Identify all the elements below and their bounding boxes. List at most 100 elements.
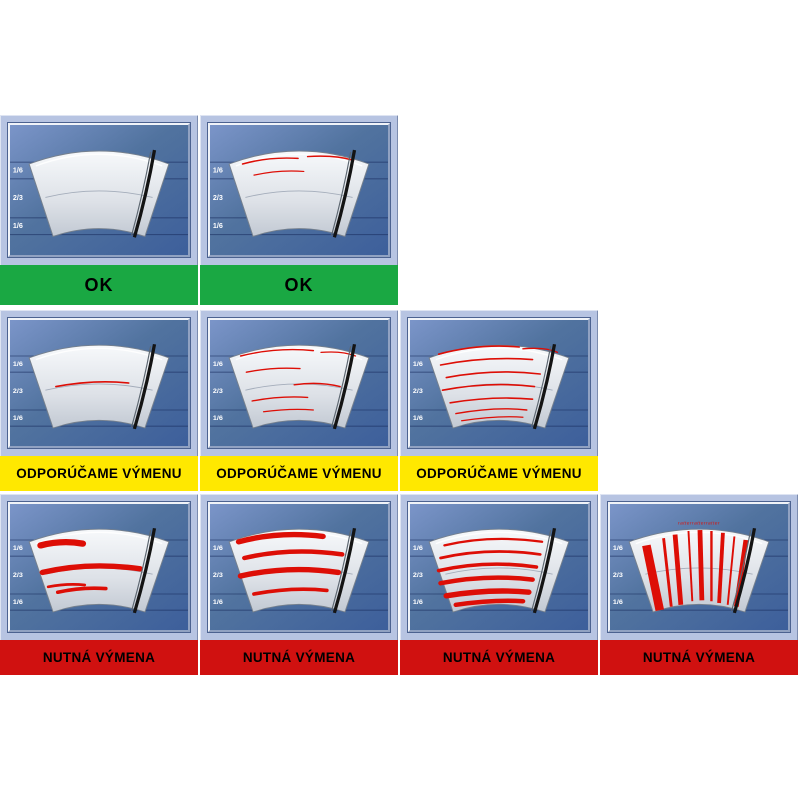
windshield-graphic: 1/62/31/6	[210, 344, 388, 430]
ruler-label: 1/6	[13, 167, 23, 174]
wear-mark	[252, 587, 329, 596]
wear-marks	[436, 537, 544, 608]
status-label: OK	[84, 274, 114, 295]
wear-mark	[717, 532, 725, 604]
wiper-wear-cell-ok-2: 1/6 2/3 1/6 OK	[200, 115, 398, 305]
ruler-label: 2/3	[13, 572, 23, 579]
status-label: NUTNÁ VÝMENA	[242, 650, 356, 665]
status-bar: OK	[200, 265, 398, 305]
windshield-graphic: 1/6 2/3 1/6	[210, 528, 388, 614]
ruler-label: 2/3	[613, 572, 623, 579]
ruler-label: 1/6	[13, 545, 23, 552]
wear-mark	[445, 371, 542, 379]
ruler-label: 1/6	[413, 599, 423, 606]
ruler-label: 2/3	[413, 388, 423, 395]
glass-highlight	[435, 531, 563, 545]
wear-mark	[697, 530, 705, 601]
ruler-label: 1/6	[213, 599, 223, 606]
wear-mark	[443, 537, 544, 547]
wiper-blade-icon	[332, 528, 357, 614]
wiper-blade-edge	[330, 530, 352, 612]
wear-mark	[436, 562, 539, 573]
ruler-label: 2/3	[13, 195, 23, 202]
wear-mark	[449, 397, 534, 404]
wear-mark	[443, 588, 532, 599]
wear-mark	[241, 157, 299, 165]
status-bar: OK	[0, 265, 198, 305]
status-bar: NUTNÁ VÝMENA	[200, 640, 398, 675]
windshield-panel: 1/6 2/3 1/6	[408, 502, 590, 632]
status-label: ODPORÚČAME VÝMENU	[216, 466, 382, 481]
ruler-label: 1/6	[213, 223, 223, 230]
ruler-label: 1/6	[213, 545, 223, 552]
status-label: NUTNÁ VÝMENA	[642, 650, 756, 665]
wiper-blade-icon	[132, 149, 157, 238]
windshield-graphic: 1/6 2/3 1/6	[410, 528, 588, 614]
ruler-label: 1/6	[413, 415, 423, 422]
wiper-blade-icon	[732, 528, 757, 614]
wear-mark	[522, 347, 559, 354]
ruler-label: 2/3	[213, 195, 223, 202]
wear-mark	[687, 530, 694, 602]
wiper-blade-edge	[530, 346, 552, 428]
grid-row-3: 1/6 2/3 1/6 NUTNÁ VÝMENA 1/6 2/3 1/6 NUTNÁ V…	[0, 494, 798, 675]
windshield-graphic: 1/62/31/6	[10, 149, 188, 238]
status-label: ODPORÚČAME VÝMENU	[416, 466, 582, 481]
wear-mark	[251, 396, 309, 402]
ruler-label: 1/6	[413, 545, 423, 552]
windshield-graphic: 1/62/31/6	[10, 528, 188, 614]
wear-mark	[438, 575, 535, 586]
wear-mark	[55, 380, 130, 388]
wear-mark	[455, 408, 528, 415]
ruler-label: 2/3	[413, 572, 423, 579]
ruler-label: 2/3	[13, 388, 23, 395]
wear-marks	[241, 155, 355, 176]
wear-mark	[245, 367, 301, 373]
ruler-label: 2/3	[213, 572, 223, 579]
wear-mark	[726, 536, 736, 605]
glass-highlight	[35, 347, 163, 361]
status-bar: ODPORÚČAME VÝMENU	[400, 456, 598, 491]
wear-mark	[253, 170, 305, 176]
wiper-blade-edge	[530, 530, 552, 612]
glass-highlight	[235, 347, 363, 361]
windshield-graphic: 1/6 2/3 1/6	[210, 149, 388, 238]
wiper-blade-icon	[532, 528, 557, 614]
ruler-label: 1/6	[213, 361, 223, 368]
wiper-blade-icon	[332, 149, 357, 238]
windshield-shape	[28, 344, 170, 429]
windshield-graphic: 1/62/31/6	[10, 344, 188, 430]
wear-marks	[37, 539, 144, 594]
chatter-annotation: ratterratterratter	[678, 521, 720, 526]
status-label: NUTNÁ VÝMENA	[442, 650, 556, 665]
wear-mark	[46, 583, 87, 589]
glass-highlight	[435, 347, 563, 361]
ruler-label: 1/6	[213, 167, 223, 174]
status-bar: ODPORÚČAME VÝMENU	[200, 456, 398, 491]
glass-highlight	[35, 531, 163, 545]
wear-mark	[672, 534, 684, 605]
wear-mark	[441, 383, 536, 392]
status-bar: NUTNÁ VÝMENA	[400, 640, 598, 675]
glass-highlight	[235, 153, 363, 167]
windshield-shape	[228, 150, 370, 238]
status-bar: NUTNÁ VÝMENA	[600, 640, 798, 675]
wear-mark	[239, 348, 315, 357]
ruler-label: 1/6	[13, 361, 23, 368]
ruler-label: 1/6	[613, 545, 623, 552]
wear-mark	[439, 357, 534, 366]
wiper-blade-edge	[130, 151, 152, 236]
wear-mark	[439, 550, 542, 560]
wear-marks	[55, 380, 130, 388]
wiper-blade-edge	[730, 530, 752, 612]
status-label: NUTNÁ VÝMENA	[42, 650, 156, 665]
windshield-shape	[228, 344, 370, 429]
